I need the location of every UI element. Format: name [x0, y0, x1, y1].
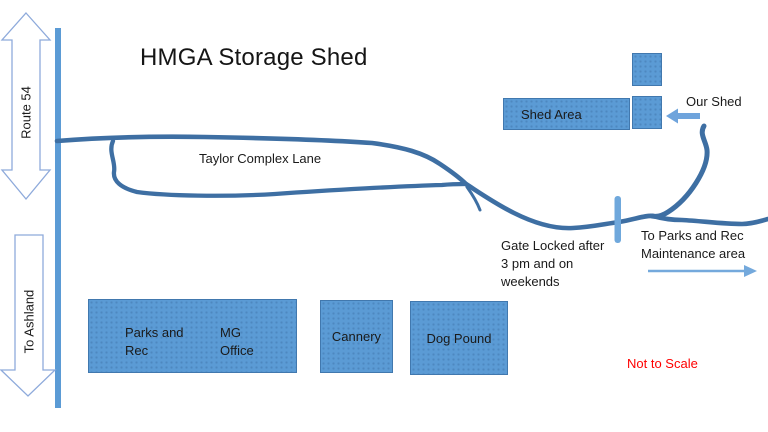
- taylor-complex-lane-label: Taylor Complex Lane: [199, 151, 322, 166]
- mg-office-label-line2: Office: [220, 343, 254, 358]
- shed-access-road: [649, 123, 710, 219]
- not-to-scale-note: Not to Scale: [627, 356, 698, 371]
- gate-bar: [614, 196, 621, 243]
- shed-area-building: Shed Area: [503, 98, 630, 130]
- shed-area-label: Shed Area: [521, 107, 582, 122]
- gate-note-line3: weekends: [501, 274, 560, 289]
- our-shed-square: [632, 96, 662, 129]
- parks-rec-label-line1: Parks and: [125, 325, 184, 340]
- cannery-label: Cannery: [331, 329, 382, 344]
- shed-square-top: [632, 53, 662, 86]
- route-54-label: Route 54: [18, 86, 34, 139]
- road-spur: [465, 185, 482, 212]
- route-54-double-arrow: [0, 12, 52, 201]
- maintenance-access-road: [463, 181, 768, 231]
- gate-note: Gate Locked after 3 pm and on weekends: [501, 237, 604, 291]
- cannery-building: Cannery: [320, 300, 393, 373]
- parks-rec-label-line2: Rec: [125, 343, 149, 358]
- parks-rec-mg-office-building: Parks and Rec MG Office: [88, 299, 297, 373]
- gate-note-line1: Gate Locked after: [501, 238, 605, 253]
- mg-office-label-line1: MG: [220, 325, 241, 340]
- maintenance-note-line1: To Parks and Rec: [641, 228, 744, 243]
- page-title: HMGA Storage Shed: [140, 44, 368, 71]
- dog-pound-building: Dog Pound: [410, 301, 508, 375]
- dog-pound-label: Dog Pound: [426, 330, 492, 346]
- maintenance-note: To Parks and Rec Maintenance area: [641, 227, 745, 263]
- gate-note-line2: 3 pm and on: [501, 256, 574, 271]
- mg-office-label: MG Office: [220, 324, 254, 360]
- to-ashland-arrow: [0, 234, 57, 397]
- maintenance-note-line2: Maintenance area: [641, 246, 746, 261]
- taylor-lane-loop-road: [109, 138, 469, 198]
- taylor-lane-top-road: [54, 134, 469, 187]
- parks-rec-label: Parks and Rec: [125, 324, 184, 360]
- our-shed-label: Our Shed: [686, 94, 742, 109]
- our-shed-arrow-icon: [666, 108, 700, 124]
- to-ashland-label: To Ashland: [21, 289, 37, 354]
- maintenance-arrow-head-icon: [744, 265, 757, 277]
